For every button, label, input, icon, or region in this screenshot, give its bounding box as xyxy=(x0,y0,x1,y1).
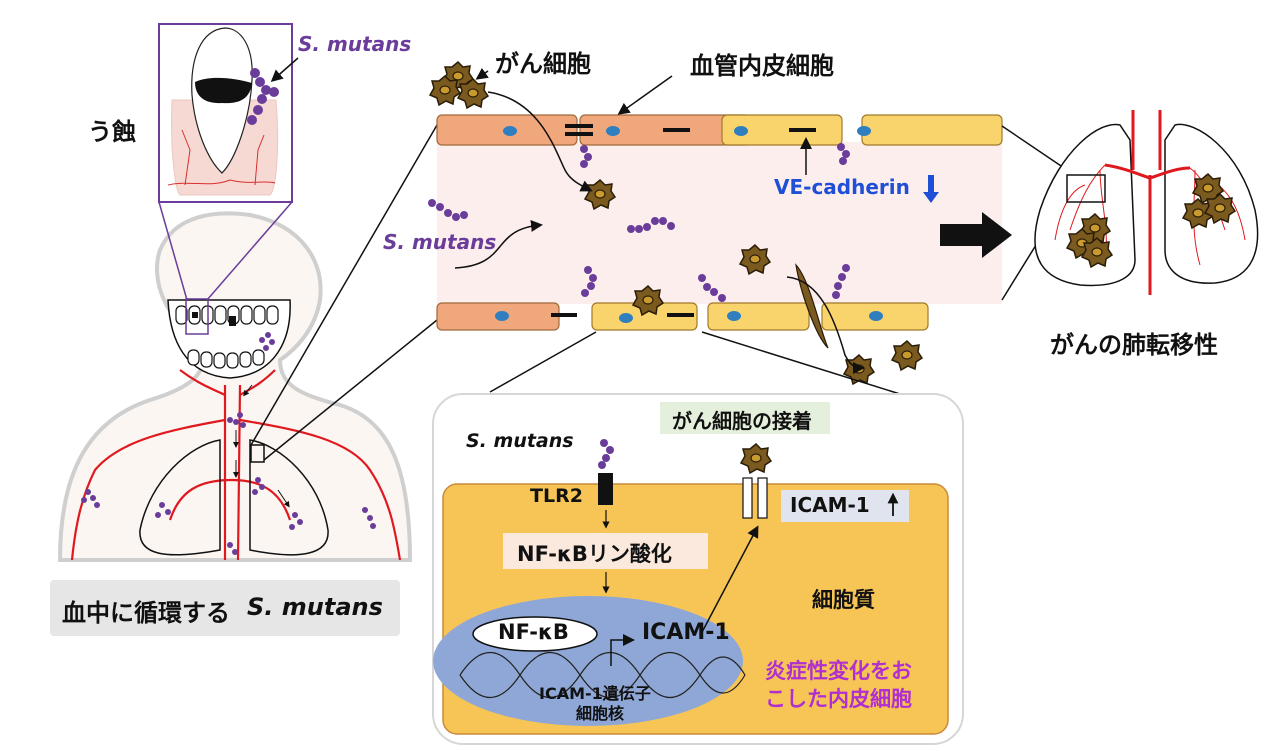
flow-arrow xyxy=(454,219,543,269)
inflamed-endothelium-label-line1: 炎症性変化をお xyxy=(765,659,912,683)
blood-vessels xyxy=(70,369,402,561)
cancer-cell-extravasated xyxy=(891,340,923,371)
gum-vessels xyxy=(167,129,276,186)
nfkb-phosphorylation-label: NF-κBリン酸化 xyxy=(517,542,672,566)
blood-vessel-section xyxy=(428,61,1012,385)
inset-s-mutans-label: S. mutans xyxy=(466,430,574,452)
caries-label: う蝕 xyxy=(88,118,136,146)
caries-lesion xyxy=(195,77,252,104)
nfkb-phos-label-bg xyxy=(503,533,708,569)
body-outline xyxy=(57,211,413,562)
endothelial-cell-inflamed xyxy=(861,114,1003,146)
cancer-cell xyxy=(429,75,461,106)
ve-cadherin-junctions xyxy=(551,124,816,317)
s-mutans-bound xyxy=(598,439,614,469)
bacteria-clusters-body xyxy=(81,332,376,555)
icam1-gene-product-label: ICAM-1 xyxy=(642,620,730,645)
nucleus-label: 細胞核 xyxy=(576,704,625,723)
lung-left-body xyxy=(139,439,221,556)
lung-metastasis-label: がんの肺転移性 xyxy=(1050,331,1218,359)
endothelial-cell-inflamed xyxy=(721,114,843,146)
metastasis-big-arrow xyxy=(940,212,1012,258)
lung-left xyxy=(1034,123,1136,287)
nfkb-label: NF-κB xyxy=(498,620,569,644)
circulating-caption-species: S. mutans xyxy=(247,593,383,621)
vessel-lumen xyxy=(437,142,1002,304)
cancer-cell-transmigrating xyxy=(795,263,829,349)
icam1-receptor xyxy=(742,477,753,519)
cancer-cell-extravasated xyxy=(843,354,875,385)
cytoplasm-label: 細胞質 xyxy=(812,588,875,612)
adhesion-label-bg xyxy=(660,402,830,434)
teeth-lower xyxy=(187,349,265,369)
inflamed-endothelium-label-line2: こした内皮細胞 xyxy=(765,687,912,711)
s-mutans-chains-vessel xyxy=(428,143,850,302)
icam1-up-label: ICAM-1 xyxy=(790,493,870,517)
s-mutans-cluster-tooth xyxy=(247,68,279,125)
tooth-caries-inset xyxy=(158,23,299,203)
dna-helix xyxy=(459,651,746,699)
trachea-vessels xyxy=(1104,110,1191,295)
circulating-caption-box: 血中に循環する S. mutans xyxy=(50,580,400,636)
icam1-expression-arrow xyxy=(699,525,759,637)
lungs-metastasis xyxy=(1034,110,1259,295)
nfkb-oval xyxy=(472,616,598,652)
extravasation-arrow xyxy=(487,91,593,192)
s-mutans-tooth-label: S. mutans xyxy=(298,32,412,56)
lung-zoom-box-right xyxy=(1066,174,1106,203)
human-body-illustration xyxy=(57,211,413,562)
s-mutans-vessel-label: S. mutans xyxy=(383,230,497,254)
ve-cadherin-label: VE-cadherin xyxy=(774,175,910,199)
lung-zoom-box xyxy=(250,444,265,463)
cancer-cell xyxy=(457,78,489,109)
lung-right-body xyxy=(249,439,329,556)
endothelial-cell-inflamed xyxy=(707,302,810,331)
endothelial-cell-inset xyxy=(432,393,964,745)
tlr2-receptor xyxy=(598,473,613,505)
tlr2-label: TLR2 xyxy=(530,485,583,507)
endothelial-nuclei xyxy=(495,126,883,323)
icam1-receptor xyxy=(757,477,768,519)
icam1-gene-label: ICAM-1遺伝子 xyxy=(539,684,651,703)
adhesion-label: がん細胞の接着 xyxy=(672,409,812,433)
transcription-arrow xyxy=(610,634,635,666)
tooth-zoom-box xyxy=(185,298,209,335)
cancer-cell-label: がん細胞 xyxy=(495,50,591,78)
ve-cadherin-down-arrow xyxy=(923,175,939,203)
endothelial-cell-label: 血管内皮細胞 xyxy=(690,52,834,80)
migration-arrow xyxy=(786,276,865,374)
circulating-caption-prefix: 血中に循環する xyxy=(62,599,230,627)
